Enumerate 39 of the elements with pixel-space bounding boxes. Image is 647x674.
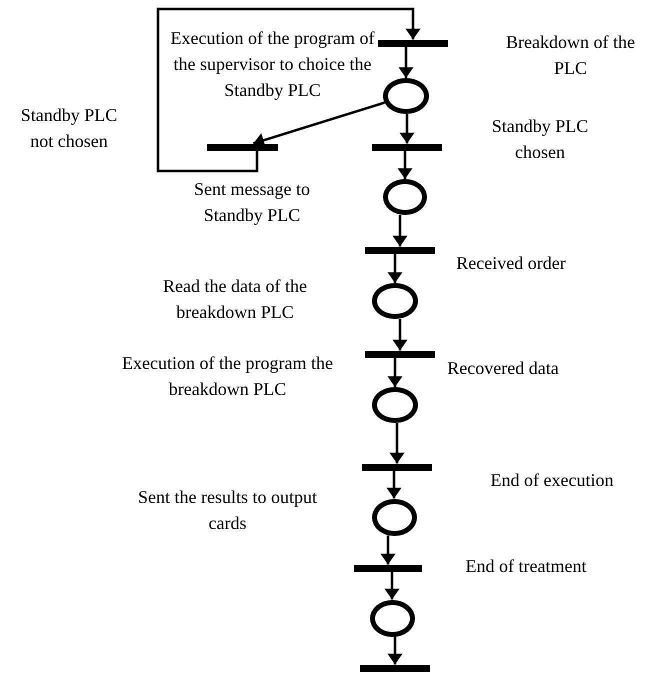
transition-bar [354,564,422,572]
place-label: Execution of the program of the supervisor to choice the Standby PLC [170,27,376,102]
place-label: Read the data of the breakdown PLC [162,275,308,324]
transition-bar [360,664,430,672]
arrow [156,8,420,172]
transition-label: End of execution [490,469,614,492]
arrow [388,636,402,664]
arrow [384,572,400,600]
transition-bar [206,144,278,150]
transition-label: Received order [455,252,567,275]
transition-bar [365,350,435,358]
transition-bar [372,144,442,150]
place-ellipse [370,600,414,636]
note-label: Sent message to Standby PLC [193,178,311,227]
place-label: Sent the results to output cards [137,486,318,535]
arrow [380,536,396,564]
transition-bar [365,246,435,254]
arrow [398,150,412,179]
note-label: Standby PLC not chosen [20,104,118,153]
transition-label: Recovered data [446,357,560,380]
place-ellipse [383,179,427,215]
transition-bar [362,464,432,470]
place-label: Execution of the program the breakdown PLC [121,352,334,401]
transition-label: Breakdown of the PLC [505,31,636,80]
arrow [400,114,414,144]
transition-label: Standby PLC chosen [490,115,590,164]
transition-bar [378,40,448,46]
arrow [398,46,414,78]
transition-label: End of treatment [464,555,588,578]
arrow [388,254,402,283]
arrow [388,358,402,387]
arrow [386,470,402,498]
arrow [392,215,408,246]
place-ellipse [372,283,418,319]
place-ellipse [372,498,416,536]
place-ellipse [383,78,429,114]
arrow [390,423,404,464]
place-ellipse [372,387,418,423]
arrow [392,319,408,350]
